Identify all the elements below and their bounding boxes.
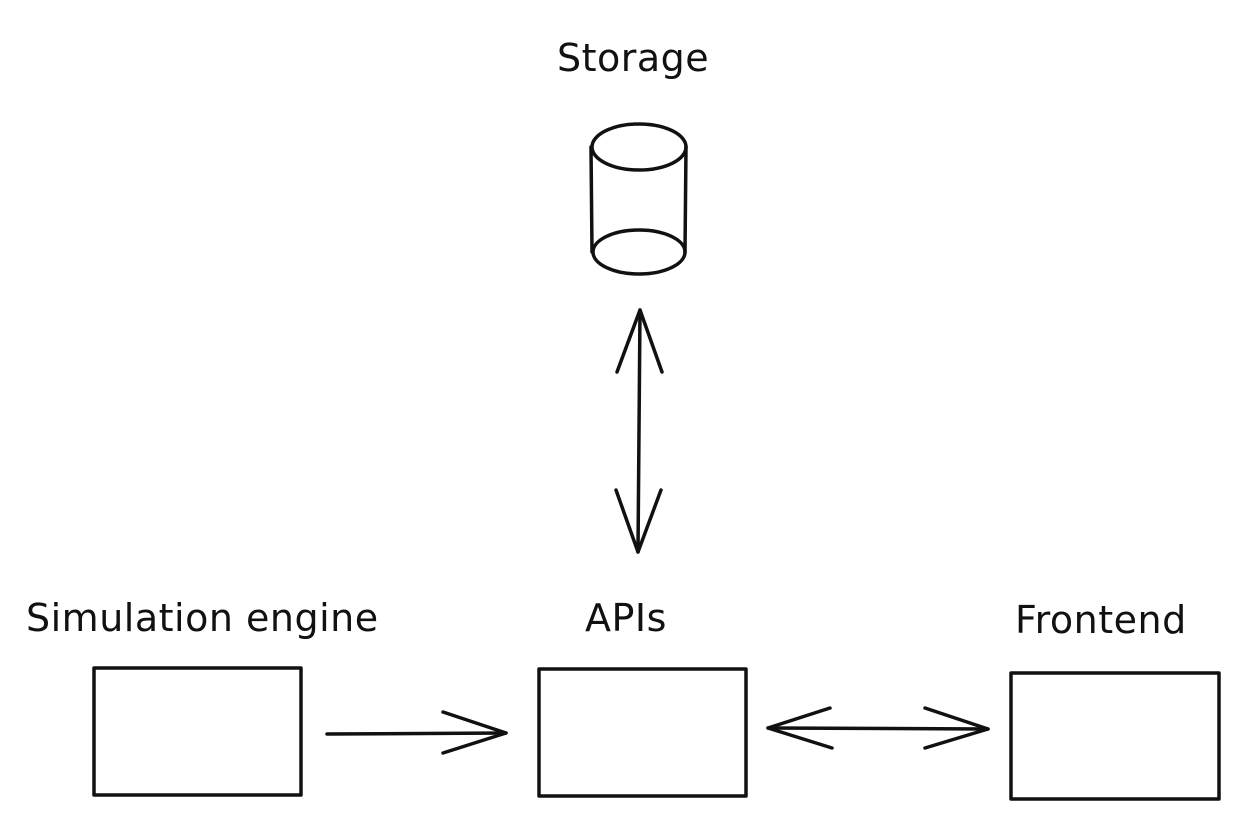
storage-cylinder-icon xyxy=(589,122,688,276)
frontend-label: Frontend xyxy=(1015,598,1187,642)
apis-label: APIs xyxy=(585,596,667,640)
simulation-engine-label: Simulation engine xyxy=(26,596,379,640)
arrow-apis-storage xyxy=(614,308,664,554)
simulation-engine-box xyxy=(92,666,303,797)
arrow-apis-frontend xyxy=(766,706,990,750)
arrow-simulation-to-apis xyxy=(325,710,508,755)
apis-box xyxy=(537,667,748,798)
frontend-box xyxy=(1009,671,1221,801)
storage-label: Storage xyxy=(557,36,710,80)
